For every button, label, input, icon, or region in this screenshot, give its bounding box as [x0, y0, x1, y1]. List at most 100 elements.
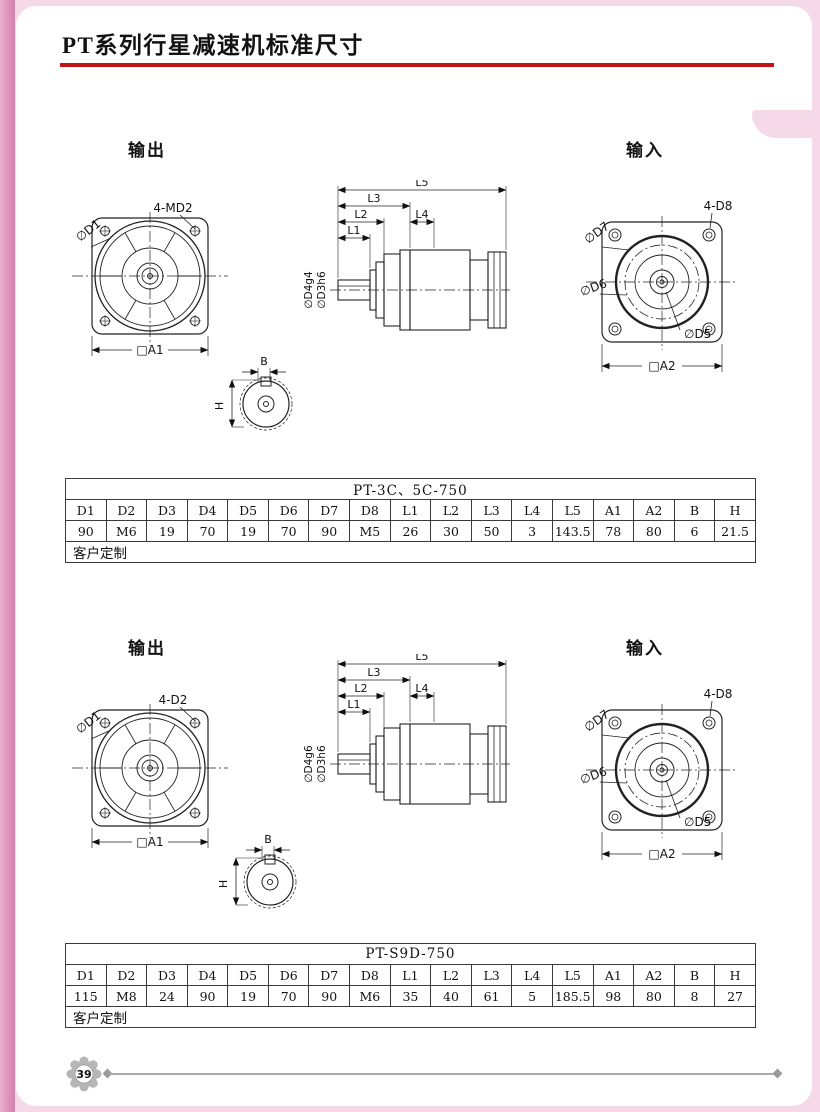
- dimension-lines: L5 L3 L2 L4 L1: [337, 180, 507, 278]
- column-header: D4: [186, 964, 229, 986]
- section1-side-view-drawing: L5 L3 L2 L4 L1: [304, 180, 510, 331]
- h-label: H: [213, 402, 226, 410]
- a1-label: □A1: [136, 835, 163, 849]
- column-header: L3: [470, 964, 513, 986]
- h-dimension: [228, 379, 260, 428]
- table-footer-row: 客户定制: [65, 1006, 756, 1028]
- value-cell: 27: [714, 985, 756, 1007]
- left-pink-strip: [0, 0, 15, 1112]
- table-footer: 客户定制: [65, 541, 756, 563]
- bolt-pattern-label: 4-D8: [704, 200, 733, 213]
- column-header: D1: [65, 499, 107, 521]
- column-header: D6: [267, 964, 310, 986]
- table-title: PT-3C、5C-750: [65, 478, 756, 500]
- section1-output-flange-drawing: 4-MD2 ∅D1: [72, 201, 228, 357]
- value-cell: 35: [389, 985, 432, 1007]
- d5-label: ∅D5: [684, 815, 711, 829]
- corner-decoration: [752, 110, 812, 138]
- bolt-pattern-label: 4-D8: [704, 688, 733, 701]
- center-lines: [72, 704, 228, 838]
- center-lines: [72, 212, 228, 346]
- d1-label: ∅D1: [73, 217, 103, 245]
- value-cell: 143.5: [551, 520, 594, 542]
- column-header: A2: [633, 964, 675, 986]
- value-cell: 3: [511, 520, 553, 542]
- page-number: 39: [76, 1068, 91, 1081]
- b-dimension: [246, 846, 290, 860]
- section1-output-label: 输出: [128, 141, 166, 160]
- b-dimension: [242, 368, 286, 382]
- value-cell: 90: [65, 520, 107, 542]
- column-header: L5: [551, 499, 594, 521]
- value-cell: 70: [267, 520, 310, 542]
- a2-label: □A2: [648, 847, 675, 861]
- table-title: PT-S9D-750: [65, 943, 756, 965]
- column-header: B: [673, 499, 716, 521]
- section1-input-label: 输入: [626, 141, 664, 160]
- value-cell: M6: [349, 985, 391, 1007]
- column-header: L2: [430, 964, 472, 986]
- column-header: D2: [105, 964, 148, 986]
- l5-label: L5: [415, 654, 428, 663]
- value-cell: M8: [105, 985, 148, 1007]
- a2-label: □A2: [648, 359, 675, 373]
- value-cell: 90: [308, 985, 351, 1007]
- l1-label: L1: [347, 224, 360, 237]
- section1-input-flange-drawing: 4-D8 ∅D7 ∅D6 ∅D5: [578, 200, 738, 373]
- value-cell: 70: [186, 520, 229, 542]
- section2-output-flange-drawing: 4-D2 ∅D1: [72, 693, 228, 849]
- bolt-pattern-label: 4-MD2: [153, 201, 192, 215]
- value-cell: M5: [349, 520, 391, 542]
- column-header: D1: [65, 964, 107, 986]
- l3-label: L3: [367, 192, 380, 205]
- shaft-section: [239, 376, 293, 431]
- column-header: A2: [633, 499, 675, 521]
- value-cell: 90: [308, 520, 351, 542]
- dimension-lines: L5 L3 L2 L4 L1: [337, 654, 507, 752]
- value-cell: 98: [592, 985, 635, 1007]
- l5-label: L5: [415, 180, 428, 189]
- column-header: H: [714, 964, 756, 986]
- value-cell: 61: [470, 985, 513, 1007]
- column-header: H: [714, 499, 756, 521]
- value-cell: 30: [430, 520, 472, 542]
- column-header: D5: [227, 499, 269, 521]
- value-cell: 80: [633, 985, 675, 1007]
- column-header: D3: [146, 964, 188, 986]
- l2-label: L2: [354, 208, 367, 221]
- l1-label: L1: [347, 698, 360, 711]
- column-header: D7: [308, 964, 351, 986]
- a1-dimension: □A1: [91, 336, 209, 357]
- d5-label: ∅D5: [684, 327, 711, 341]
- section2-input-label: 输入: [626, 639, 664, 658]
- d1-label: ∅D1: [73, 709, 103, 737]
- value-cell: 19: [227, 985, 269, 1007]
- d6-label: ∅D6: [578, 276, 608, 299]
- table-footer: 客户定制: [65, 1006, 756, 1028]
- column-header: D7: [308, 499, 351, 521]
- bolt-holes: [608, 228, 716, 336]
- center-lines: [586, 216, 738, 350]
- b-label: B: [264, 834, 272, 846]
- column-header: L4: [511, 964, 553, 986]
- value-cell: M6: [105, 520, 148, 542]
- l2-label: L2: [354, 682, 367, 695]
- value-cell: 8: [673, 985, 716, 1007]
- a2-dimension: □A2: [601, 344, 723, 373]
- column-header: A1: [592, 964, 635, 986]
- a1-label: □A1: [136, 343, 163, 357]
- footer-rule: [110, 1072, 778, 1075]
- column-header: D4: [186, 499, 229, 521]
- l4-label: L4: [415, 682, 428, 695]
- d4-label: ∅D4g4: [304, 271, 315, 309]
- table-footer-row: 客户定制: [65, 541, 756, 563]
- table-title-row: PT-S9D-750: [65, 943, 756, 965]
- section2-output-label: 输出: [128, 639, 166, 658]
- bolt-holes: [99, 717, 201, 819]
- column-header: L3: [470, 499, 513, 521]
- value-cell: 21.5: [714, 520, 756, 542]
- column-header: L2: [430, 499, 472, 521]
- title-underline: [60, 63, 774, 67]
